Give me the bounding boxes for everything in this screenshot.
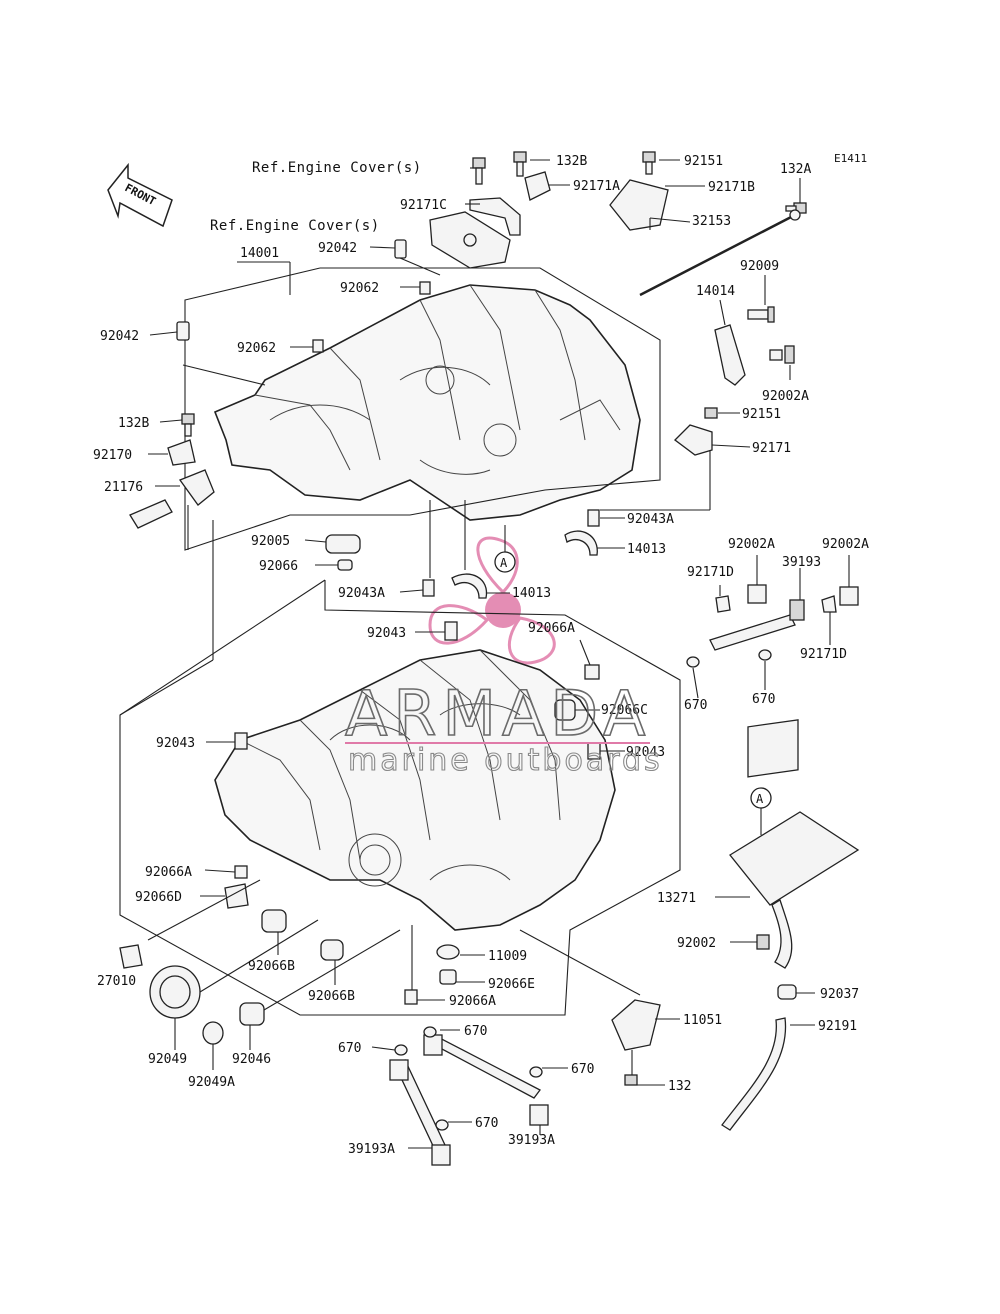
part-label: 92043: [626, 745, 665, 760]
part-label: 92043A: [627, 512, 674, 527]
part-label: 92042: [100, 329, 139, 344]
part-label: 670: [464, 1024, 487, 1039]
part-label: 14013: [627, 542, 666, 557]
part-labels: 132B 92151 132A 92171A 92171B 92171C 321…: [93, 154, 869, 1157]
watermark-tagline: marine outboards: [348, 743, 663, 778]
part-label: 132: [668, 1079, 691, 1094]
part-label: 14014: [696, 284, 735, 299]
part-label: 92171C: [400, 198, 447, 213]
part-label: 132B: [556, 154, 587, 169]
part-label: 92171: [752, 441, 791, 456]
part-label: 670: [571, 1062, 594, 1077]
part-label: 92037: [820, 987, 859, 1002]
part-label: 92043: [156, 736, 195, 751]
part-label: 39193A: [508, 1133, 555, 1148]
part-label: 92062: [340, 281, 379, 296]
part-label: 14013: [512, 586, 551, 601]
callout-a-top: A: [494, 525, 516, 573]
diagram-code: E1411: [834, 152, 867, 165]
part-label: 92002A: [728, 537, 775, 552]
ref-engine-cover-2: Ref.Engine Cover(s): [210, 218, 380, 234]
part-label: 27010: [97, 974, 136, 989]
callout-a-right: A: [750, 787, 772, 835]
part-label: 32153: [692, 214, 731, 229]
front-arrow-icon: FRONT: [107, 162, 173, 228]
part-label: 92005: [251, 534, 290, 549]
part-label: 92046: [232, 1052, 271, 1067]
group-frame-lower: [119, 579, 681, 1016]
part-label: 39193A: [348, 1142, 395, 1157]
part-label: 92066C: [601, 703, 648, 718]
part-label: 92009: [740, 259, 779, 274]
watermark-logo: [428, 536, 556, 665]
svg-text:A: A: [756, 792, 764, 806]
part-shapes: [119, 151, 860, 1166]
part-label: 92066A: [528, 621, 575, 636]
part-label: 670: [684, 698, 707, 713]
part-label: 92171D: [687, 565, 734, 580]
part-label: 92066: [259, 559, 298, 574]
part-label: 11009: [488, 949, 527, 964]
part-label: 92042: [318, 241, 357, 256]
part-label: 92171D: [800, 647, 847, 662]
upper-crankcase: [213, 284, 641, 521]
watermark-brand: ARMADA: [345, 677, 651, 750]
part-label: 670: [752, 692, 775, 707]
part-label: 92002A: [822, 537, 869, 552]
part-label: 92043: [367, 626, 406, 641]
part-label: 92049A: [188, 1075, 235, 1090]
part-label: 92062: [237, 341, 276, 356]
part-label: 39193: [782, 555, 821, 570]
part-label: 92066A: [449, 994, 496, 1009]
part-label: 92066D: [135, 890, 182, 905]
leader-lines: [147, 159, 850, 1149]
svg-text:A: A: [500, 556, 508, 570]
part-label: 21176: [104, 480, 143, 495]
ref-engine-cover-1: Ref.Engine Cover(s): [252, 160, 422, 176]
part-label: 92049: [148, 1052, 187, 1067]
part-label: 670: [475, 1116, 498, 1131]
part-label: 92043A: [338, 586, 385, 601]
part-label: 14001: [240, 246, 279, 261]
part-label: 92066E: [488, 977, 535, 992]
part-label: 92002: [677, 936, 716, 951]
part-label: 92171B: [708, 180, 755, 195]
part-label: 132B: [118, 416, 149, 431]
lower-crankcase: [214, 649, 616, 931]
part-label: 13271: [657, 891, 696, 906]
part-label: 92151: [742, 407, 781, 422]
part-label: 670: [338, 1041, 361, 1056]
part-label: 92002A: [762, 389, 809, 404]
part-label: 92171A: [573, 179, 620, 194]
part-label: 92066B: [308, 989, 355, 1004]
part-label: 11051: [683, 1013, 722, 1028]
part-label: 92191: [818, 1019, 857, 1034]
part-label: 92066B: [248, 959, 295, 974]
part-label: 92066A: [145, 865, 192, 880]
part-label: 92170: [93, 448, 132, 463]
part-label: 132A: [780, 162, 811, 177]
part-label: 92151: [684, 154, 723, 169]
